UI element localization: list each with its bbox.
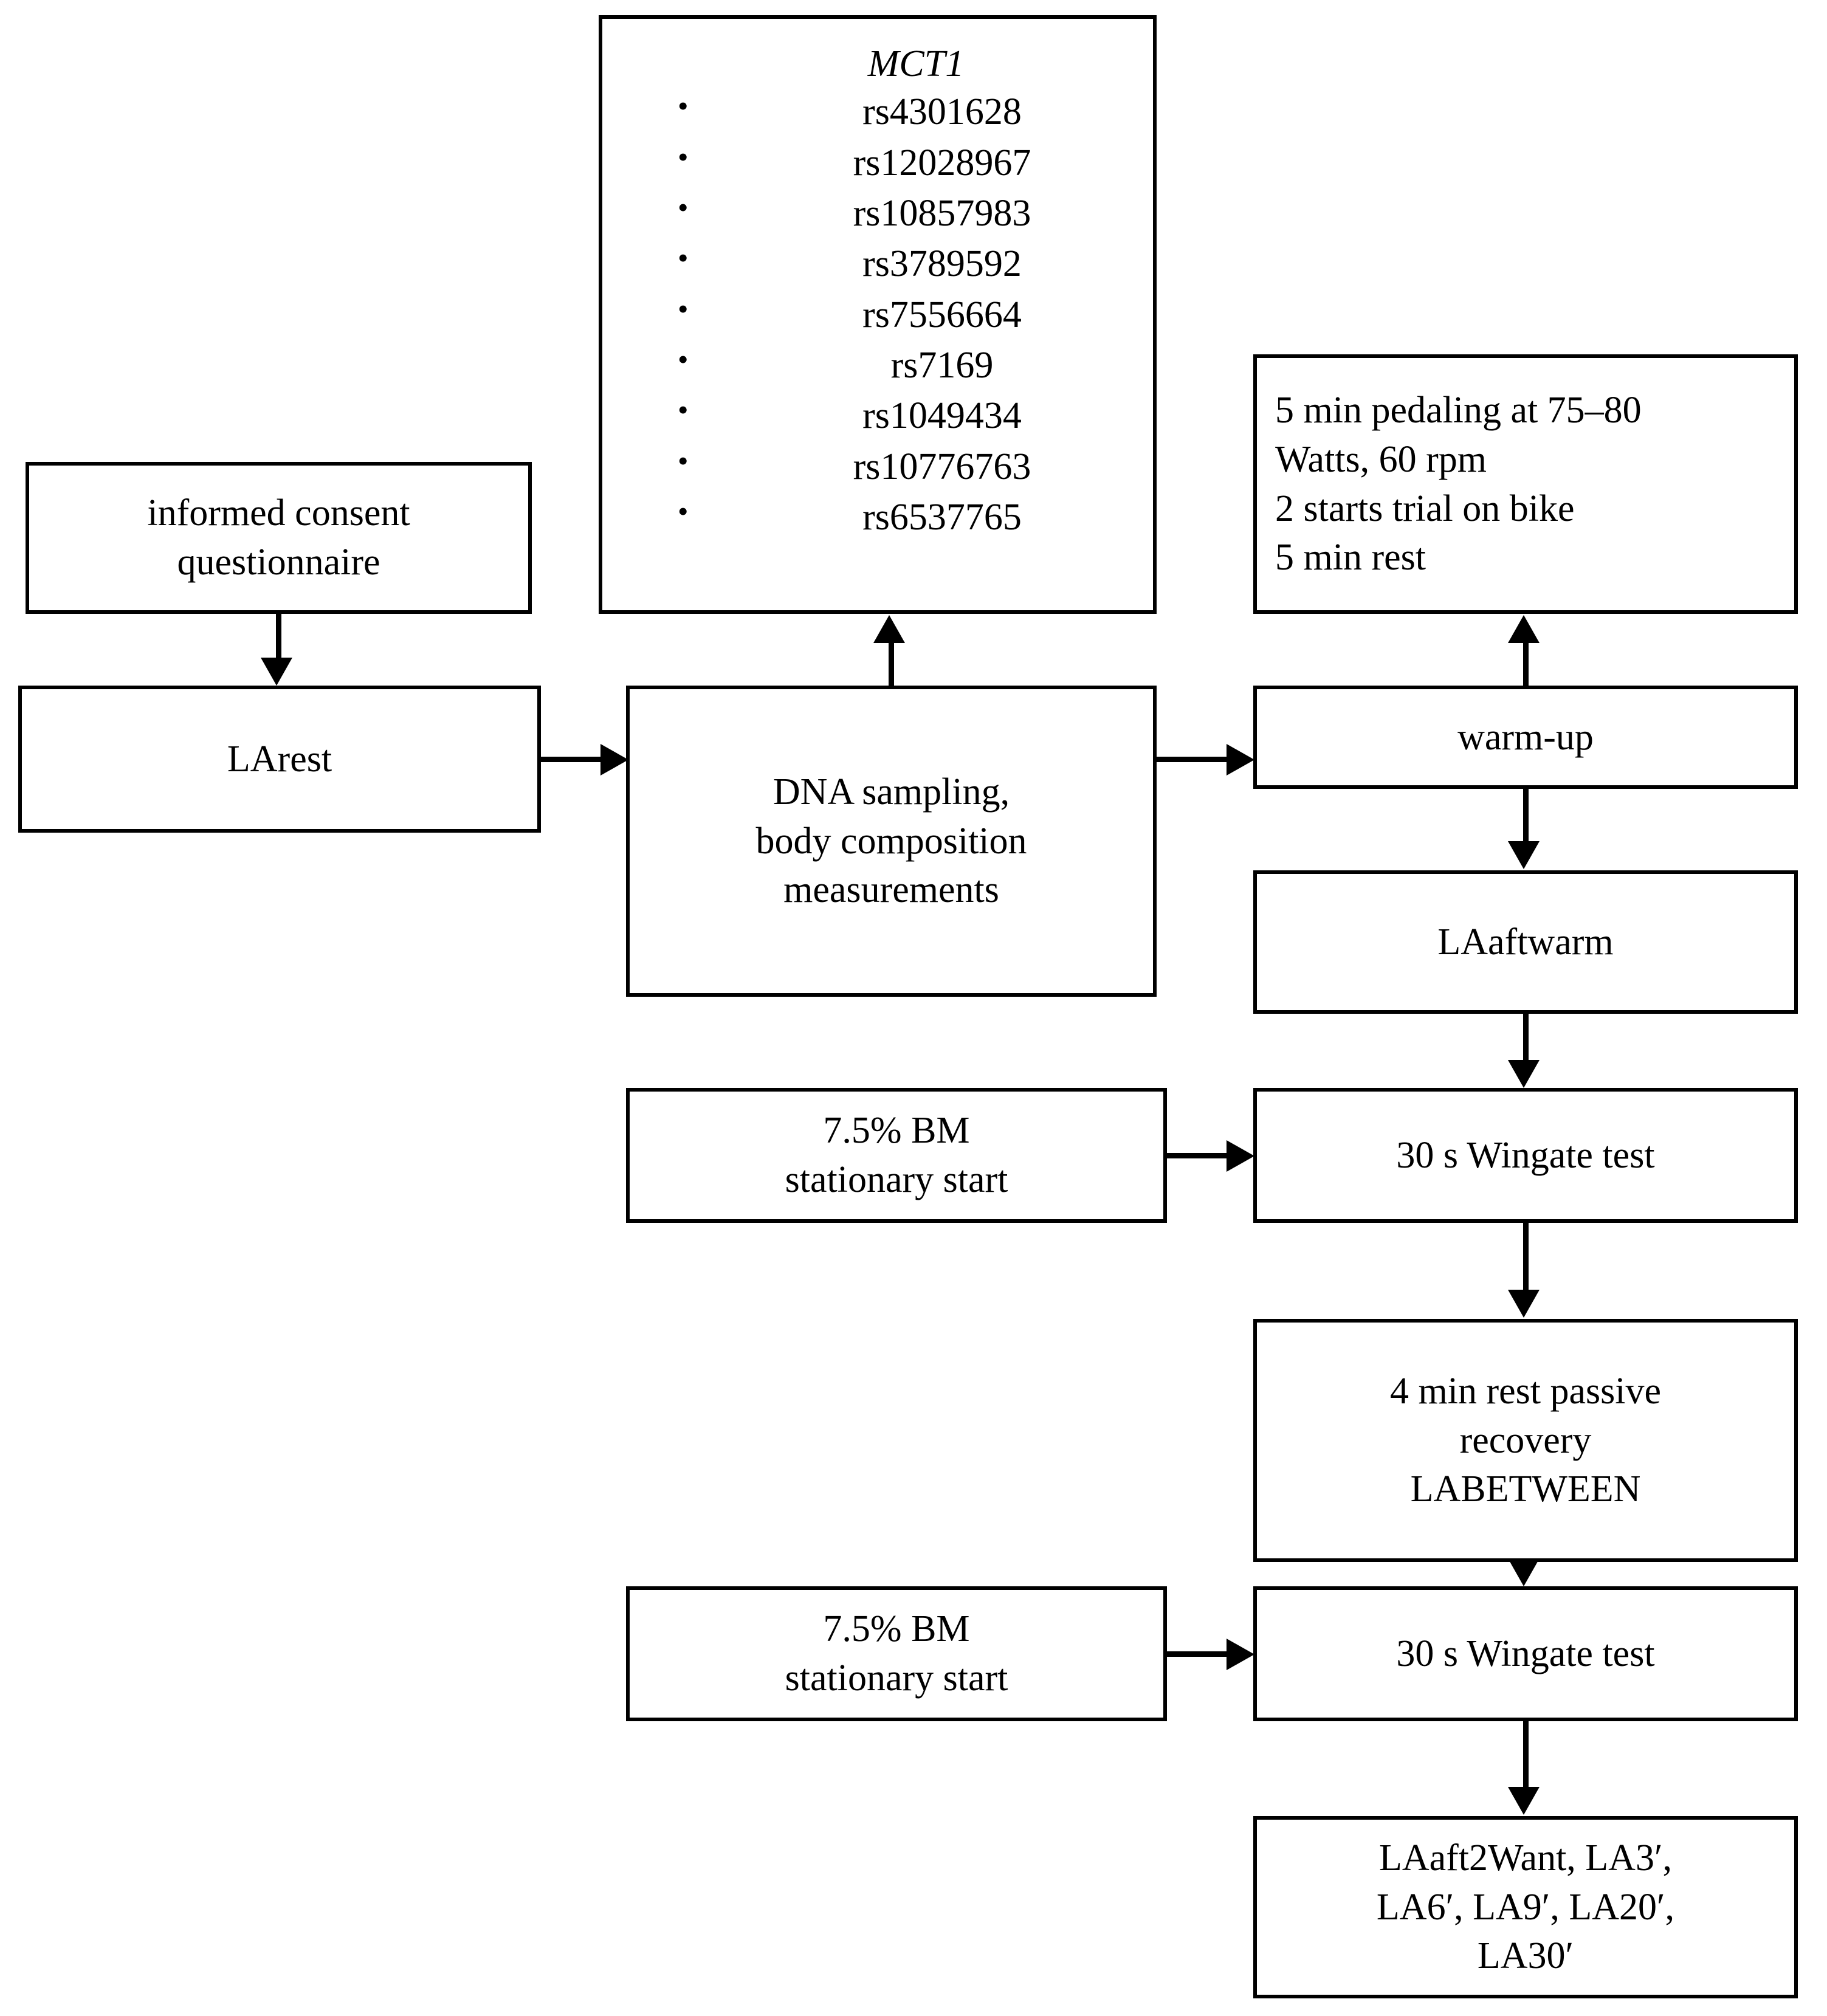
list-item: rs7169 [673,339,1153,391]
snp-list: rs4301628 rs12028967 rs10857983 rs378959… [602,86,1153,543]
edge-warmup-to-laaftwarm [1523,789,1529,844]
edge-warmup-to-detail [1523,643,1529,688]
gene-panel-title: MCT1 [867,43,965,84]
arrowhead-right-icon [1227,1140,1254,1172]
node-warmup-detail: 5 min pedaling at 75–80 Watts, 60 rpm 2 … [1253,354,1798,614]
node-warmup-label: warm-up [1457,716,1594,758]
list-item: rs10776763 [673,441,1153,492]
list-item: rs10857983 [673,187,1153,239]
edge-consent-to-larest [276,614,281,661]
node-warmup: warm-up [1253,686,1798,789]
arrowhead-down-icon [1508,1558,1540,1586]
node-wingate-2-label: 30 s Wingate test [1396,1632,1655,1674]
arrowhead-right-icon [1227,1639,1254,1670]
node-informed-consent-label: informed consent questionnaire [147,492,410,583]
arrowhead-up-icon [1508,615,1540,643]
edge-bmstart1-to-wingate1 [1167,1153,1233,1158]
node-informed-consent: informed consent questionnaire [26,462,532,614]
edge-wingate2-to-lapost [1523,1721,1529,1789]
arrowhead-down-icon [1508,841,1540,869]
arrowhead-down-icon [261,658,292,686]
node-wingate-1-label: 30 s Wingate test [1396,1134,1655,1176]
node-dna-sampling-label: DNA sampling, body composition measureme… [755,771,1027,911]
node-wingate-1: 30 s Wingate test [1253,1088,1798,1223]
edge-dna-to-warmup [1157,757,1233,762]
list-item: rs3789592 [673,238,1153,289]
edge-bmstart2-to-wingate2 [1167,1651,1233,1657]
list-item: rs6537765 [673,491,1153,543]
arrowhead-up-icon [873,615,905,643]
arrowhead-down-icon [1508,1060,1540,1088]
list-item: rs4301628 [673,86,1153,137]
node-warmup-detail-label: 5 min pedaling at 75–80 Watts, 60 rpm 2 … [1275,390,1642,579]
arrowhead-down-icon [1508,1290,1540,1318]
node-bm-start-1-label: 7.5% BM stationary start [785,1110,1008,1200]
edge-wingate1-to-restbetween [1523,1223,1529,1292]
list-item: rs1049434 [673,390,1153,441]
list-item: rs12028967 [673,137,1153,188]
node-wingate-2: 30 s Wingate test [1253,1586,1798,1721]
node-bm-start-2: 7.5% BM stationary start [626,1586,1167,1721]
node-bm-start-2-label: 7.5% BM stationary start [785,1608,1008,1699]
node-bm-start-1: 7.5% BM stationary start [626,1088,1167,1223]
arrowhead-right-icon [1227,744,1254,776]
arrowhead-right-icon [600,744,628,776]
edge-laaftwarm-to-wingate1 [1523,1014,1529,1062]
node-la-aftwarm-label: LAaftwarm [1437,921,1614,963]
node-rest-between-label: 4 min rest passive recovery LABETWEEN [1390,1371,1661,1510]
edge-dna-to-gene-panel [889,643,894,688]
node-rest-between: 4 min rest passive recovery LABETWEEN [1253,1319,1798,1562]
node-dna-sampling: DNA sampling, body composition measureme… [626,686,1157,997]
node-la-rest: LArest [18,686,541,833]
node-la-rest-label: LArest [227,738,332,780]
node-gene-panel: MCT1 rs4301628 rs12028967 rs10857983 rs3… [599,15,1157,614]
arrowhead-down-icon [1508,1787,1540,1815]
list-item: rs7556664 [673,289,1153,340]
edge-larest-to-dna [541,757,607,762]
node-la-post: LAaft2Want, LA3′, LA6′, LA9′, LA20′, LA3… [1253,1816,1798,1998]
node-la-aftwarm: LAaftwarm [1253,870,1798,1014]
node-la-post-label: LAaft2Want, LA3′, LA6′, LA9′, LA20′, LA3… [1376,1837,1675,1977]
